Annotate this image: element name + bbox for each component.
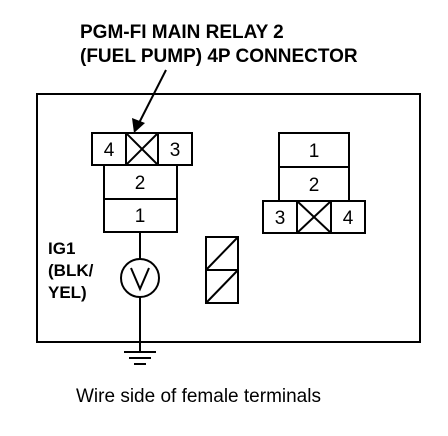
left-cell-3-label: 3 — [170, 140, 181, 161]
caption: Wire side of female terminals — [76, 386, 321, 407]
pointer-arrow — [132, 69, 167, 133]
terminal-symbol — [205, 236, 239, 304]
voltmeter-circuit — [120, 232, 160, 365]
voltmeter-symbol — [130, 267, 150, 292]
right-connector: 1 2 3 4 — [262, 132, 366, 234]
right-cell-4-label: 4 — [343, 208, 354, 229]
left-connector: 4 3 2 1 — [91, 132, 193, 233]
connector-frame — [36, 93, 421, 343]
title-line-2: (FUEL PUMP) 4P CONNECTOR — [80, 46, 358, 67]
right-cell-3-label: 3 — [275, 208, 286, 229]
meter-label-line-1: IG1 — [48, 239, 75, 258]
right-cell-1-label: 1 — [309, 141, 320, 162]
right-cell-4 — [330, 200, 366, 234]
meter-label-line-3: YEL) — [48, 283, 87, 302]
left-cell-1-label: 1 — [135, 206, 146, 227]
right-cell-1 — [278, 132, 350, 168]
right-cell-2-label: 2 — [309, 175, 320, 196]
meter-label-line-2: (BLK/ — [48, 261, 94, 280]
left-cell-2 — [103, 164, 178, 200]
title-line-1: PGM-FI MAIN RELAY 2 — [80, 22, 284, 43]
left-cell-4-label: 4 — [104, 140, 115, 161]
left-cell-2-label: 2 — [135, 173, 146, 194]
ground-icon — [124, 351, 156, 365]
